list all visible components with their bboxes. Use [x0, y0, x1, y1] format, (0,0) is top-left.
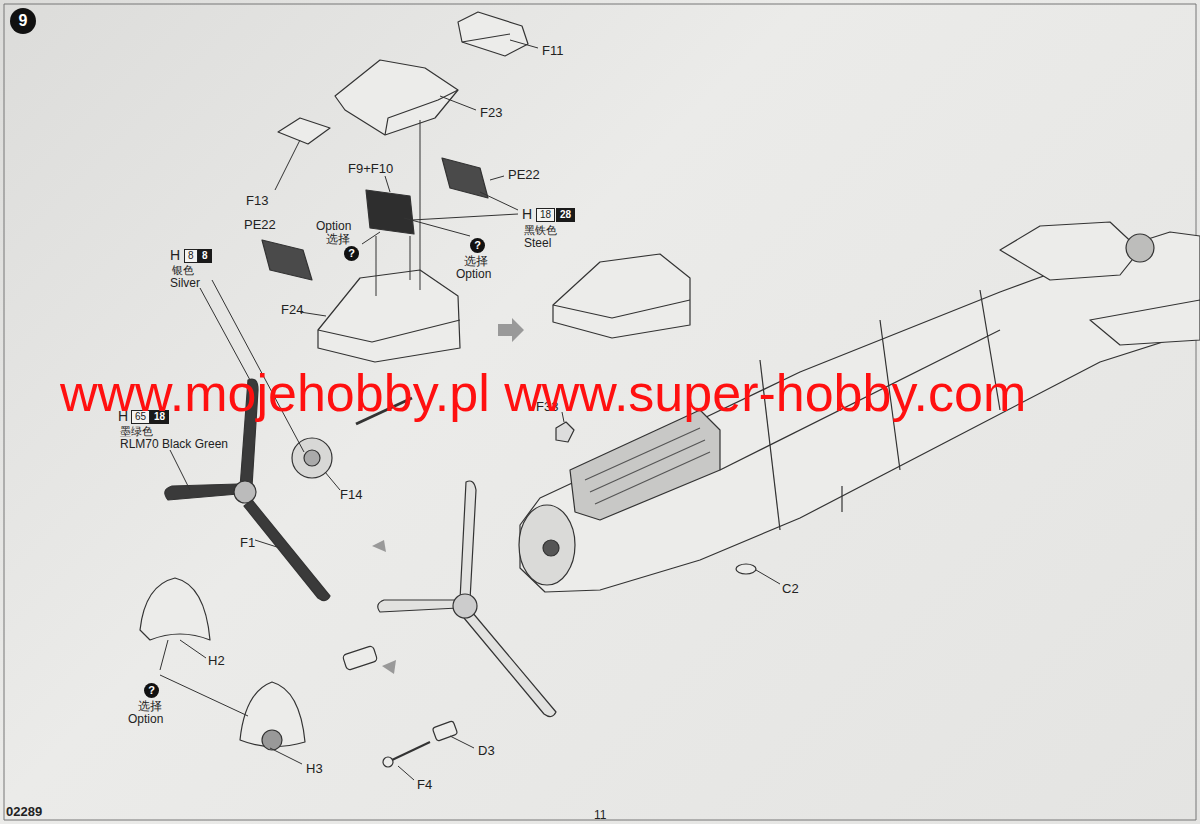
paint-name: 银色 [172, 264, 194, 277]
part-number: F4 [417, 778, 432, 793]
part-number: PE22 [244, 218, 276, 233]
page-number: 11 [594, 809, 606, 823]
part-number: F9+F10 [348, 162, 393, 177]
option-note: 选择 [138, 700, 162, 714]
part-number: H2 [208, 654, 225, 669]
paint-code: 8 [184, 249, 198, 263]
option-mark: ? [144, 683, 159, 698]
part-number: C2 [782, 582, 799, 597]
option-note: 选择 [326, 233, 350, 247]
option-note: 选择 [464, 255, 488, 269]
part-number: F1 [240, 536, 255, 551]
paint-name: 墨绿色 [120, 425, 153, 438]
paint-code: 18 [536, 208, 555, 222]
part-number: PE22 [508, 168, 540, 183]
option-note: Option [456, 268, 491, 282]
step-number: 9 [10, 8, 36, 34]
part-number: F14 [340, 488, 362, 503]
part-number: F13 [246, 194, 268, 209]
paint-name: Steel [524, 237, 551, 251]
part-number: H3 [306, 762, 323, 777]
paint-name: RLM70 Black Green [120, 438, 228, 452]
watermark: www.mojehobby.pl www.super-hobby.com [60, 364, 1026, 424]
part-number: F11 [542, 44, 563, 59]
option-mark: ? [470, 238, 485, 253]
option-mark: ? [344, 246, 359, 261]
paint-code: H [522, 206, 532, 222]
option-note: Option [128, 713, 163, 727]
part-number: D3 [478, 744, 495, 759]
paint-code: H [170, 247, 180, 263]
paint-code: 8 [198, 249, 212, 263]
paint-name: Silver [170, 277, 200, 291]
option-note: Option [316, 220, 351, 234]
paint-name: 黑铁色 [524, 224, 557, 237]
part-number: F24 [281, 303, 303, 318]
part-number: F23 [480, 106, 502, 121]
paint-code: 28 [556, 208, 575, 222]
document-code: 02289 [6, 805, 42, 820]
